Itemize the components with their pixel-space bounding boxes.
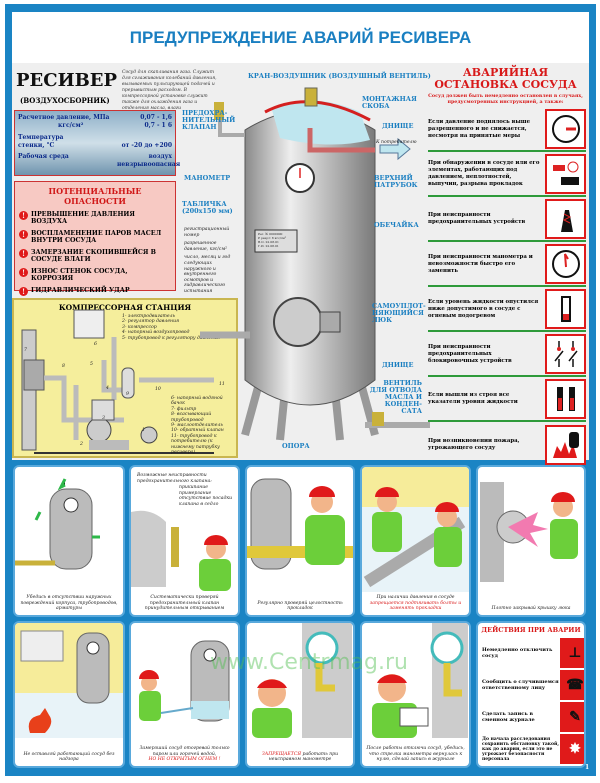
tip-panel: ЗАПРЕЩАЕТСЯ работать при неисправном ман…	[245, 621, 355, 768]
warning-icon: !	[19, 268, 28, 277]
actions-title: ДЕЙСТВИЯ ПРИ АВАРИИ	[481, 626, 581, 634]
emergency-title: АВАРИЙНАЯ ОСТАНОВКА СОСУДА	[434, 66, 577, 91]
thawing-vessel-illustration	[139, 640, 230, 722]
warning-icon: !	[19, 249, 28, 258]
hatch-burst-illustration	[480, 482, 578, 582]
hazard-item: !ВОСПЛАМЕНЕНИЕ ПАРОВ МАСЕЛ ВНУТРИ СОСУДА	[19, 230, 171, 244]
watermark: www.Centrmag.ru	[210, 650, 408, 675]
tip-panel: Плотно закрывай крышку люка	[476, 465, 586, 617]
fire-icon	[545, 425, 586, 465]
tip-panel: При наличии давления в сосуде запрещаетс…	[360, 465, 471, 617]
interlock-icon	[545, 334, 586, 374]
action-item: До начала расследования сохранить обстан…	[482, 734, 584, 764]
broken-gauge-icon	[545, 244, 586, 284]
receiver-subtitle: (ВОЗДУХОСБОРНИК)	[20, 96, 110, 105]
faulty-manometer-illustration	[252, 623, 352, 738]
telephone-icon: ☎	[560, 670, 584, 700]
label-shell: ОБЕЧАЙКА	[374, 221, 419, 229]
title-bar: ПРЕДУПРЕЖДЕНИЕ АВАРИЙ РЕСИВЕРА	[12, 12, 589, 63]
label-manometer: МАНОМЕТР	[184, 174, 231, 182]
journal-entry-illustration	[372, 623, 468, 738]
hazards-box: ПОТЕНЦИАЛЬНЫЕ ОПАСНОСТИ !ПРЕВЫШЕНИЕ ДАВЛ…	[14, 181, 176, 296]
hazard-item: !ПРЕВЫШЕНИЕ ДАВЛЕНИЯ ВОЗДУХА	[19, 211, 171, 225]
emergency-item: При обнаружении в сосуде или его элемент…	[428, 153, 586, 197]
emergency-item: При неисправности предохранительных устр…	[428, 198, 586, 242]
tip-panel: Возможные неисправности предохранительно…	[129, 465, 240, 617]
tip-panel: Регулярно проверяй целостность прокладок	[245, 465, 355, 617]
hazard-item: !ЗАМЕРЗАНИЕ СКОПИВШЕЙСЯ В СОСУДЕ ВЛАГИ	[19, 249, 171, 263]
pen-icon: ✎	[560, 702, 584, 732]
unattended-vessel-illustration	[15, 623, 123, 738]
bolt-warning-illustration	[362, 467, 469, 592]
explosion-icon: ✸	[560, 734, 584, 764]
tip-panel: Не оставляй работающий сосуд без надзора	[13, 621, 125, 768]
receiver-description: Сосуд для скапливания газа. Служит для с…	[122, 70, 217, 111]
label-hatch: САМОУПЛОТ-НЯЮЩИЙСЯ ЛЮК	[372, 302, 426, 324]
bolt-warning-caption: При наличии давления в сосуде запрещаетс…	[369, 595, 462, 612]
leak-icon	[545, 154, 586, 194]
emergency-item: При неисправности манометра и невозможно…	[428, 243, 586, 287]
label-air-valve: КРАН-ВОЗДУШНИК (ВОЗДУШНЫЙ ВЕНТИЛЬ)	[248, 72, 431, 80]
label-support: ОПОРА	[282, 442, 310, 450]
faulty-manometer-caption: ЗАПРЕЩАЕТСЯ работать при неисправном ман…	[261, 751, 339, 763]
emergency-item: При неисправности предохранительных блок…	[428, 333, 586, 377]
action-item: Сообщить о случившемся ответственному ли…	[482, 670, 584, 700]
hazards-title: ПОТЕНЦИАЛЬНЫЕ ОПАСНОСТИ	[48, 186, 142, 206]
emergency-item: Если вышли из строя все указатели уровня…	[428, 378, 586, 422]
receiver-tank-illustration	[200, 87, 430, 441]
compressor-diagram	[21, 309, 214, 454]
warning-icon: !	[19, 211, 28, 220]
tip-panel: Убедись в отсутствии наружных повреждени…	[13, 465, 125, 617]
action-item: Немедленно отключить сосуд⊥	[482, 638, 584, 668]
level-indicators-icon	[545, 379, 586, 419]
hazard-item: !ГИДРАВЛИЧЕСКИЙ УДАР	[19, 287, 171, 296]
warning-icon: !	[19, 287, 28, 296]
receiver-title: РЕСИВЕР	[16, 70, 118, 91]
thawing-caption: Замерзший сосуд отогревай только паром и…	[139, 746, 230, 763]
actions-panel: ДЕЙСТВИЯ ПРИ АВАРИИ Немедленно отключить…	[476, 621, 586, 768]
valve-icon: ⊥	[560, 638, 584, 668]
label-drain-valve: ВЕНТИЛЬ ДЛЯ ОТВОДА МАСЛА И КОНДЕН-САТА	[369, 379, 422, 415]
plate-items: регистрационный номер разрешенное давлен…	[184, 227, 231, 294]
compressor-title: КОМПРЕССОРНАЯ СТАНЦИЯ	[58, 303, 192, 312]
level-indicator-icon	[545, 289, 586, 329]
label-safety-valve: ПРЕДОХРА-НИТЕЛЬНЫЙ КЛАПАН	[182, 109, 236, 131]
pressure-gauge-icon	[545, 109, 586, 149]
label-top-head: ДНИЩЕ	[382, 122, 414, 130]
hazard-item: !ИЗНОС СТЕНОК СОСУДА, КОРРОЗИЯ	[19, 268, 171, 282]
label-plate: ТАБЛИЧКА (200х150 мм)	[182, 200, 233, 215]
label-bracket: МОНТАЖНАЯ СКОБА	[362, 95, 417, 110]
label-upper-nozzle: ВЕРХНИЙ ПАТРУБОК	[374, 174, 418, 189]
warning-icon: !	[19, 230, 28, 239]
label-bottom-head: ДНИЩЕ	[382, 361, 414, 369]
gasket-check-illustration	[247, 478, 353, 570]
tip-panel: После работы отключи сосуд, убедись, что…	[360, 621, 471, 768]
worker-valve-illustration	[131, 510, 231, 591]
emergency-item: При возникновении пожара, угрожающего со…	[428, 423, 586, 467]
label-to-consumer: К потребителю	[376, 140, 417, 145]
emergency-subtitle: Сосуд должен быть немедленно остановлен …	[428, 93, 583, 105]
emergency-item: Если уровень жидкости опустился ниже доп…	[428, 288, 586, 332]
compressor-station: КОМПРЕССОРНАЯ СТАНЦИЯ 1- электродвигател…	[12, 298, 238, 458]
tip-panel: Замерзший сосуд отогревай только паром и…	[129, 621, 240, 768]
safety-valve-icon	[545, 199, 586, 239]
poster-title: ПРЕДУПРЕЖДЕНИЕ АВАРИЙ РЕСИВЕРА	[129, 27, 472, 47]
tank-inspection-illustration	[15, 478, 100, 570]
page-number: 1	[585, 764, 590, 771]
emergency-item: Если давление поднялось выше разрешенног…	[428, 108, 586, 152]
action-item: Сделать запись в сменном журнале✎	[482, 702, 584, 732]
